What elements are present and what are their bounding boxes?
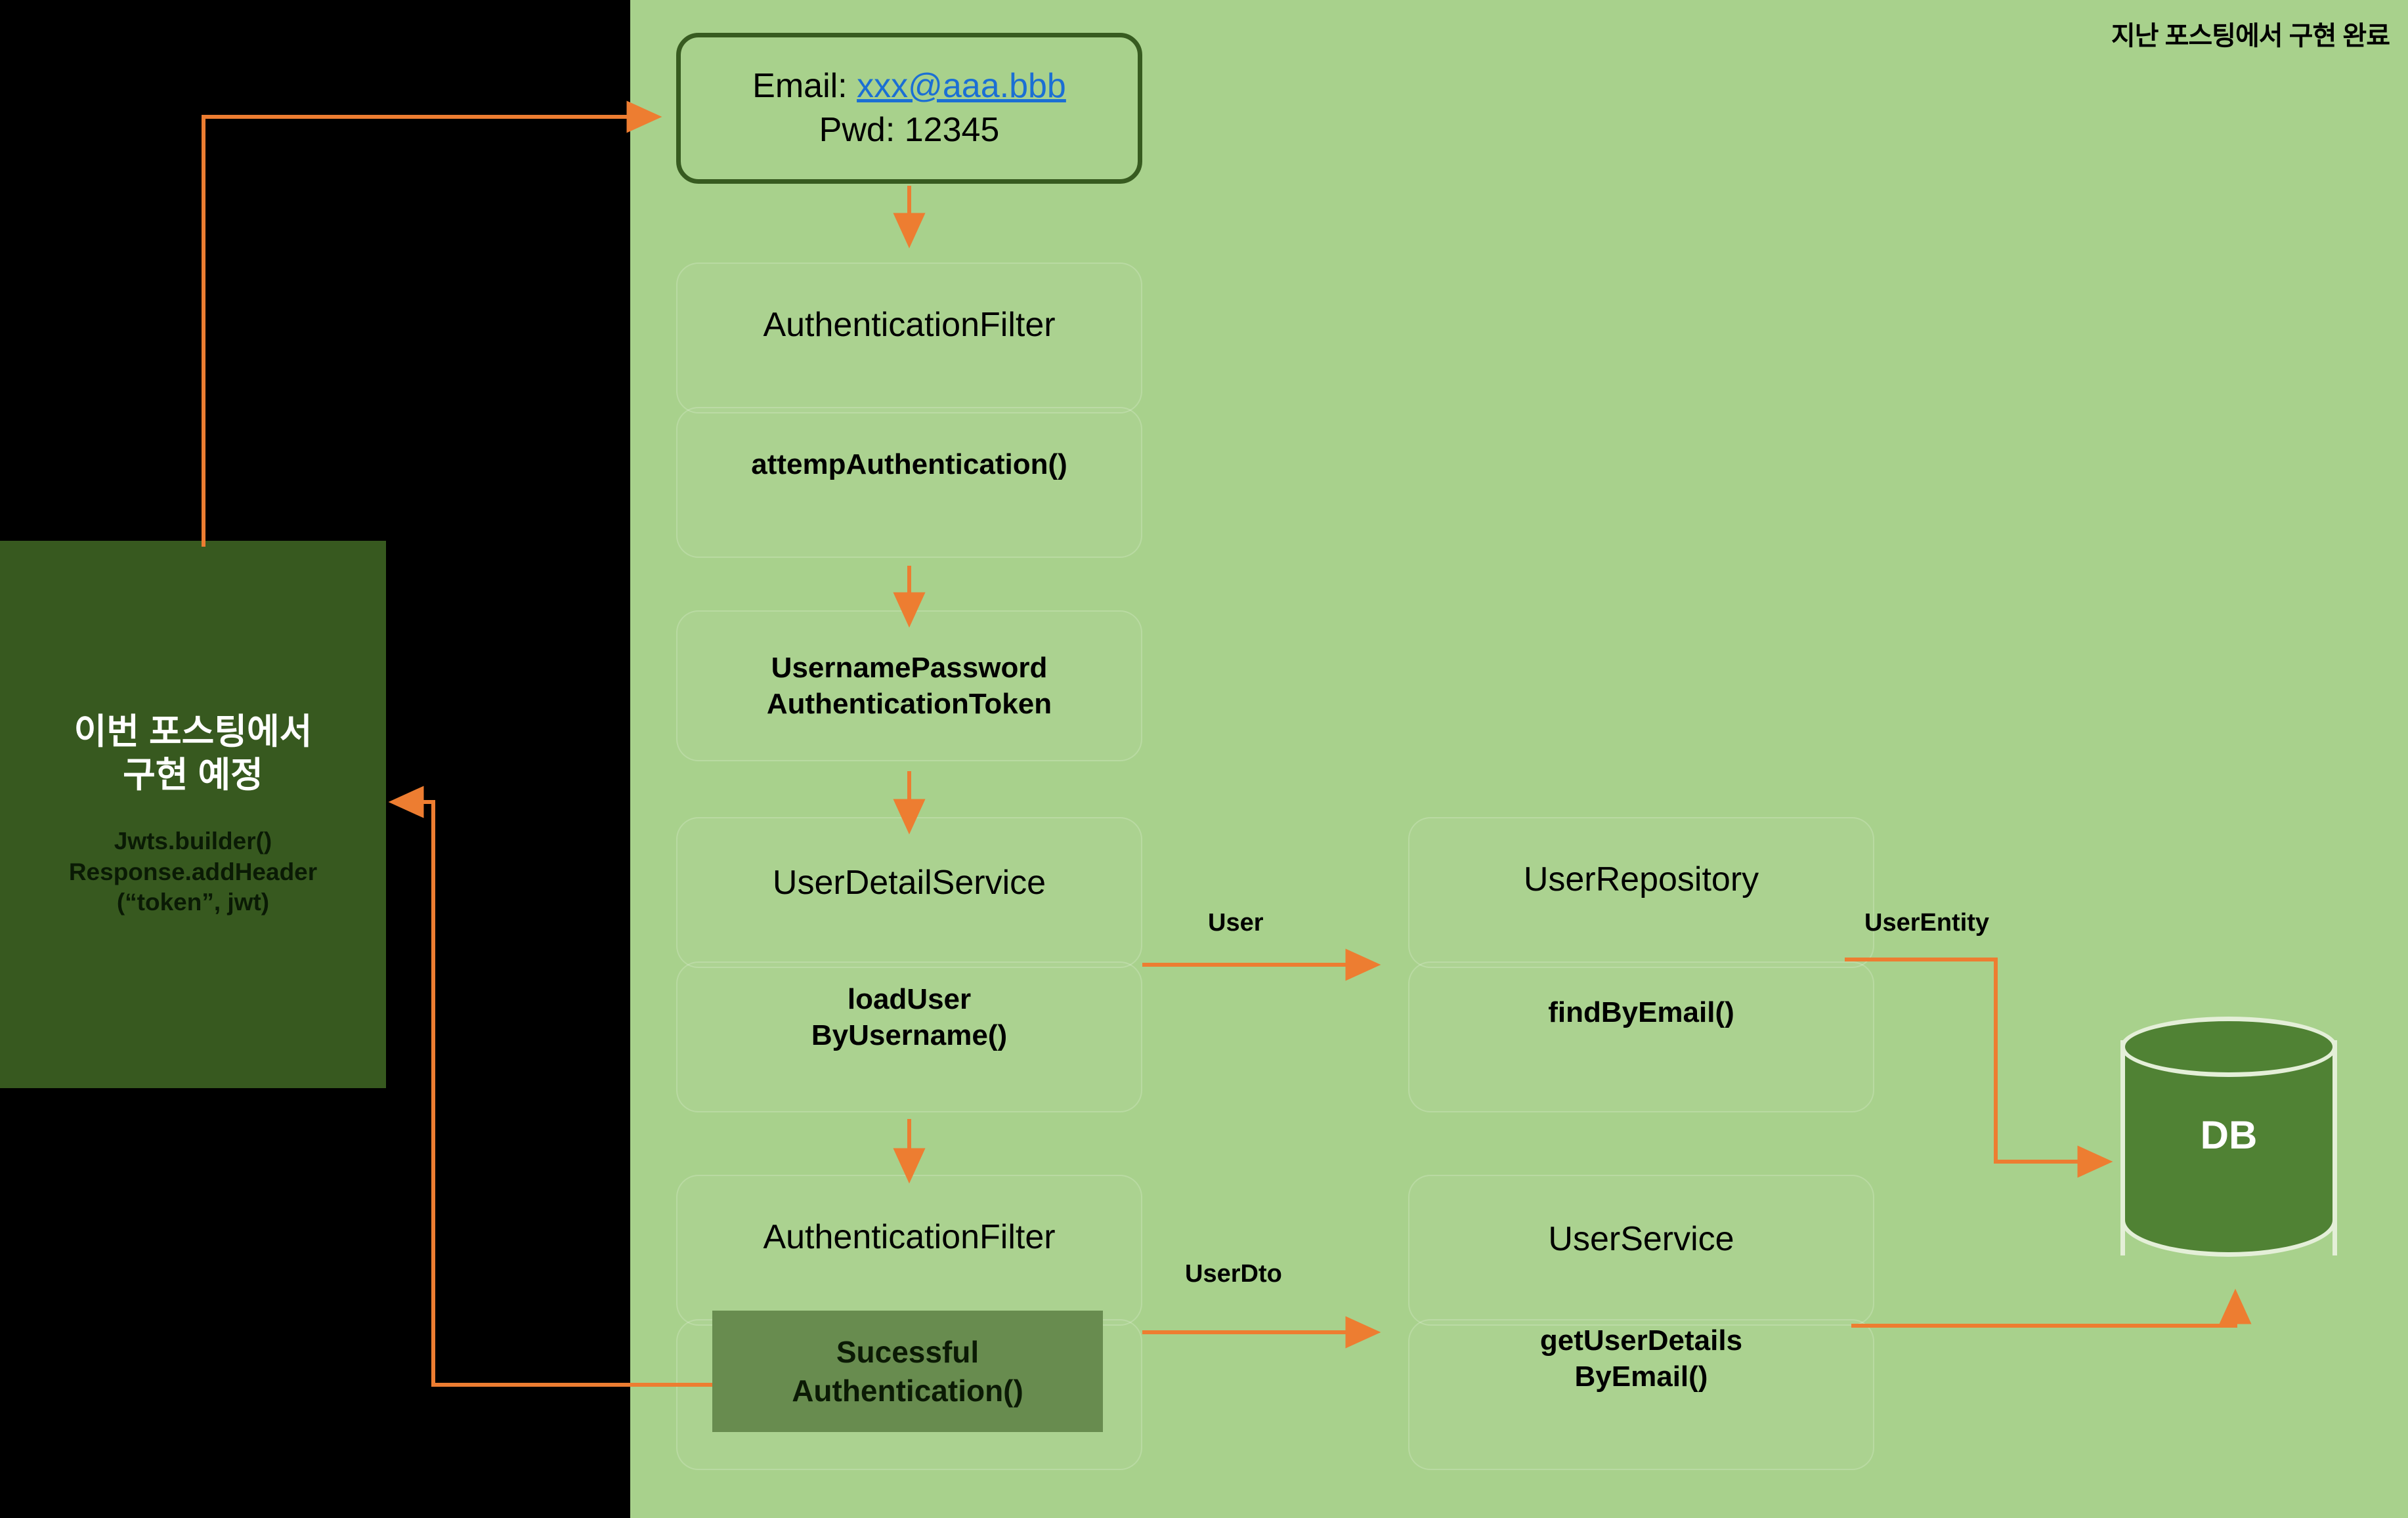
label-user-repository: UserRepository <box>1523 860 1759 898</box>
get-user-details-line1: getUserDetails <box>1539 1324 1743 1357</box>
step-box-user-service <box>1408 1175 1874 1326</box>
edge-label-user: User <box>1208 909 1264 937</box>
database-cylinder: DB <box>2120 1014 2337 1283</box>
password-row: Pwd: 12345 <box>819 111 1000 149</box>
legend-implemented-previously: 지난 포스팅에서 구현 완료 <box>2111 22 2390 51</box>
upat-line1: UsernamePassword <box>771 652 1048 684</box>
legend-planned-box: 이번 포스팅에서 구현 예정 Jwts.builder() Response.a… <box>0 541 386 1088</box>
label-user-service: UserService <box>1548 1220 1734 1258</box>
db-label: DB <box>2200 1113 2258 1157</box>
edge-label-user-entity: UserEntity <box>1864 909 1990 937</box>
label-user-detail-service: UserDetailService <box>772 864 1046 902</box>
db-side-left <box>2120 1045 2125 1255</box>
load-user-line1: loadUser <box>847 983 972 1015</box>
label-find-by-email: findByEmail() <box>1548 996 1734 1028</box>
label-auth-filter-1: AuthenticationFilter <box>763 306 1056 344</box>
planned-code: Jwts.builder() Response.addHeader (“toke… <box>69 826 317 918</box>
credentials-box: Email: xxx@aaa.bbb Pwd: 12345 <box>676 33 1142 184</box>
db-top-ellipse <box>2120 1017 2337 1077</box>
step-box-attemp-auth <box>676 407 1142 558</box>
label-load-user-by-username: loadUser ByUsername() <box>676 981 1142 1053</box>
db-side-right <box>2333 1045 2337 1255</box>
planned-code-line3: (“token”, jwt) <box>116 889 270 916</box>
planned-code-line2: Response.addHeader <box>68 858 318 885</box>
email-row: Email: xxx@aaa.bbb <box>752 64 1066 108</box>
step-box-find-by-email <box>1408 961 1874 1112</box>
planned-code-line1: Jwts.builder() <box>114 827 272 854</box>
successful-auth-line2: Authentication() <box>792 1373 1023 1408</box>
load-user-line2: ByUsername() <box>811 1019 1008 1051</box>
label-get-user-details-by-email: getUserDetails ByEmail() <box>1408 1322 1874 1395</box>
planned-title: 이번 포스팅에서 구현 예정 <box>74 711 312 797</box>
planned-title-line1: 이번 포스팅에서 <box>74 712 312 752</box>
successful-auth-text: Sucessful Authentication() <box>792 1333 1023 1410</box>
get-user-details-line2: ByEmail() <box>1574 1360 1708 1393</box>
planned-title-line2: 구현 예정 <box>123 755 263 795</box>
arrow-request-to-credentials <box>202 100 662 547</box>
step-box-get-user-details <box>1408 1319 1874 1470</box>
email-link[interactable]: xxx@aaa.bbb <box>857 67 1066 106</box>
green-background-panel <box>630 0 2408 1518</box>
edge-label-user-dto: UserDto <box>1185 1260 1282 1288</box>
step-box-auth-filter-1 <box>676 263 1142 413</box>
label-attemp-authentication: attempAuthentication() <box>751 448 1067 480</box>
label-auth-filter-2: AuthenticationFilter <box>763 1218 1056 1256</box>
upat-line2: AuthenticationToken <box>766 688 1052 720</box>
email-label: Email: <box>752 67 857 106</box>
label-username-password-token: UsernamePassword AuthenticationToken <box>676 650 1142 722</box>
step-box-user-repository <box>1408 817 1874 968</box>
successful-authentication-box: Sucessful Authentication() <box>712 1311 1103 1432</box>
successful-auth-line1: Sucessful <box>836 1334 979 1369</box>
